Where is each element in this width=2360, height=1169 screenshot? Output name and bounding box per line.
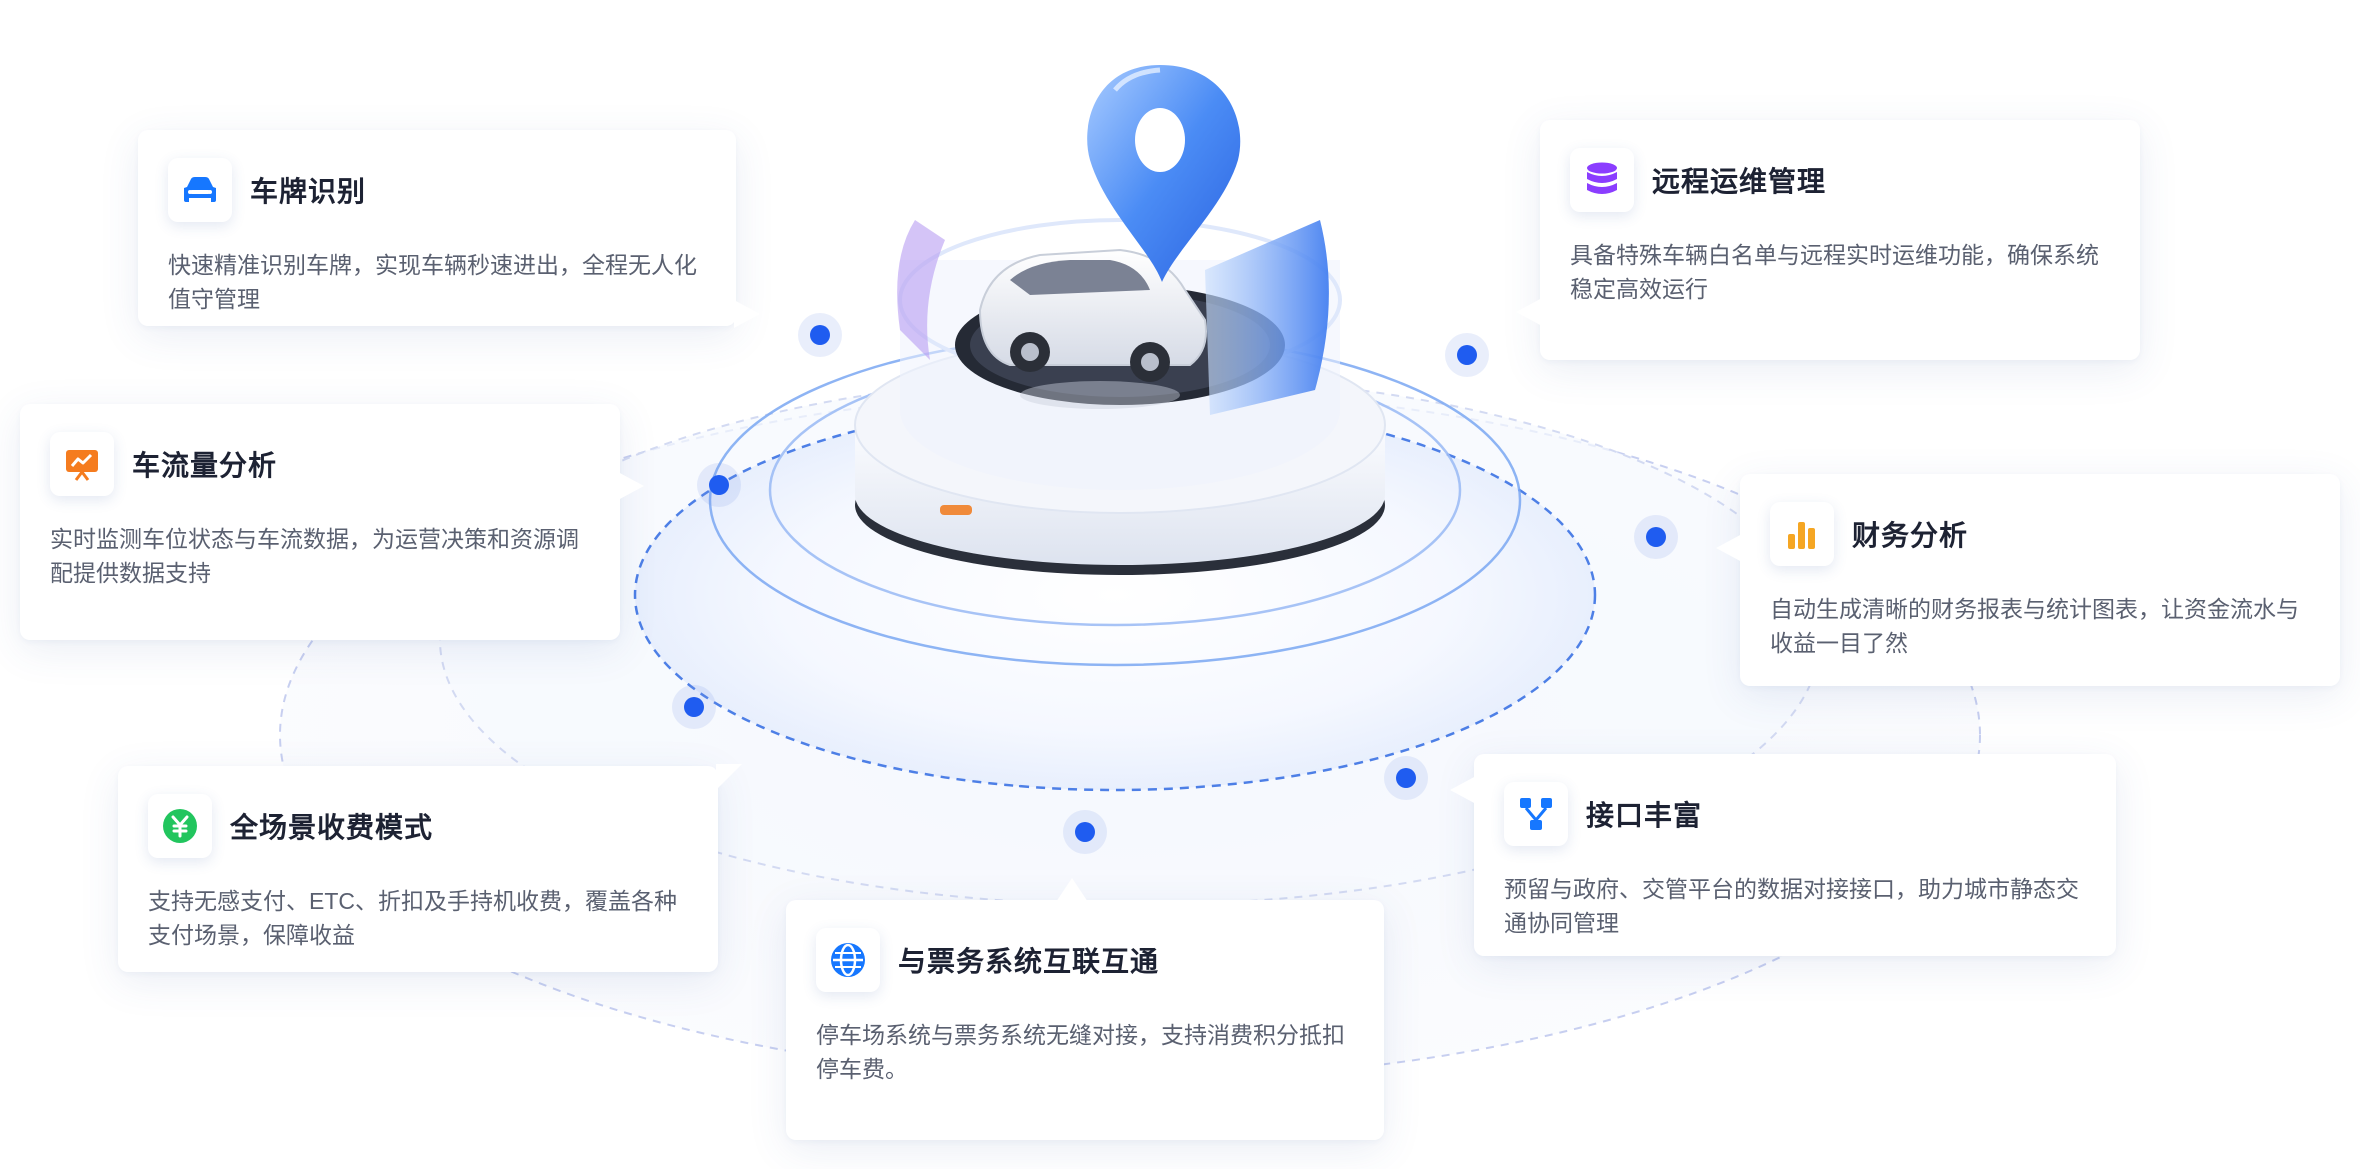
feature-title: 车流量分析: [132, 450, 278, 481]
feature-card-flow: 车流量分析 实时监测车位状态与车流数据，为运营决策和资源调配提供数据支持: [20, 404, 644, 640]
connector-dot-api: [1384, 756, 1428, 800]
car-model: [978, 248, 1207, 409]
feature-card-plate: 车牌识别 快速精准识别车牌，实现车辆秒速进出，全程无人化值守管理: [138, 130, 760, 328]
connector-dot-ticket: [1063, 810, 1107, 854]
database-icon: [1570, 148, 1634, 212]
feature-title: 车牌识别: [250, 176, 367, 207]
feature-title: 财务分析: [1852, 520, 1969, 551]
connector-icon: [1504, 782, 1568, 846]
feature-title: 全场景收费模式: [230, 812, 434, 843]
connector-dot-plate: [798, 313, 842, 357]
feature-card-api: 接口丰富 预留与政府、交管平台的数据对接接口，助力城市静态交通协同管理: [1450, 754, 2116, 956]
feature-description: 自动生成清晰的财务报表与统计图表，让资金流水与收益一目了然: [1770, 596, 2299, 656]
feature-description: 停车场系统与票务系统无缝对接，支持消费积分抵扣停车费。: [816, 1022, 1345, 1082]
feature-description: 快速精准识别车牌，实现车辆秒速进出，全程无人化值守管理: [168, 252, 697, 312]
trend-chart-icon: [50, 432, 114, 496]
connector-dot-flow: [697, 463, 741, 507]
feature-description: 预留与政府、交管平台的数据对接接口，助力城市静态交通协同管理: [1504, 876, 2079, 936]
feature-title: 远程运维管理: [1652, 166, 1827, 197]
feature-description: 支持无感支付、ETC、折扣及手持机收费，覆盖各种支付场景，保障收益: [148, 888, 677, 948]
bar-chart-icon: [1770, 502, 1834, 566]
connector-dot-charge: [672, 685, 716, 729]
feature-title: 与票务系统互联互通: [898, 946, 1160, 977]
yuan-coin-icon: [148, 794, 212, 858]
globe-icon: [816, 928, 880, 992]
car-front-icon: [168, 158, 232, 222]
location-pin: [1087, 65, 1241, 282]
feature-card-ticket: 与票务系统互联互通 停车场系统与票务系统无缝对接，支持消费积分抵扣停车费。: [786, 878, 1384, 1140]
feature-description: 具备特殊车辆白名单与远程实时运维功能，确保系统稳定高效运行: [1570, 242, 2099, 302]
feature-card-charge: 全场景收费模式 支持无感支付、ETC、折扣及手持机收费，覆盖各种支付场景，保障收…: [118, 764, 742, 972]
connector-dot-finance: [1634, 515, 1678, 559]
feature-card-finance: 财务分析 自动生成清晰的财务报表与统计图表，让资金流水与收益一目了然: [1716, 474, 2340, 686]
feature-title: 接口丰富: [1586, 800, 1703, 831]
connector-dot-ops: [1445, 333, 1489, 377]
feature-card-ops: 远程运维管理 具备特殊车辆白名单与远程实时运维功能，确保系统稳定高效运行: [1516, 120, 2140, 360]
feature-description: 实时监测车位状态与车流数据，为运营决策和资源调配提供数据支持: [50, 526, 579, 586]
